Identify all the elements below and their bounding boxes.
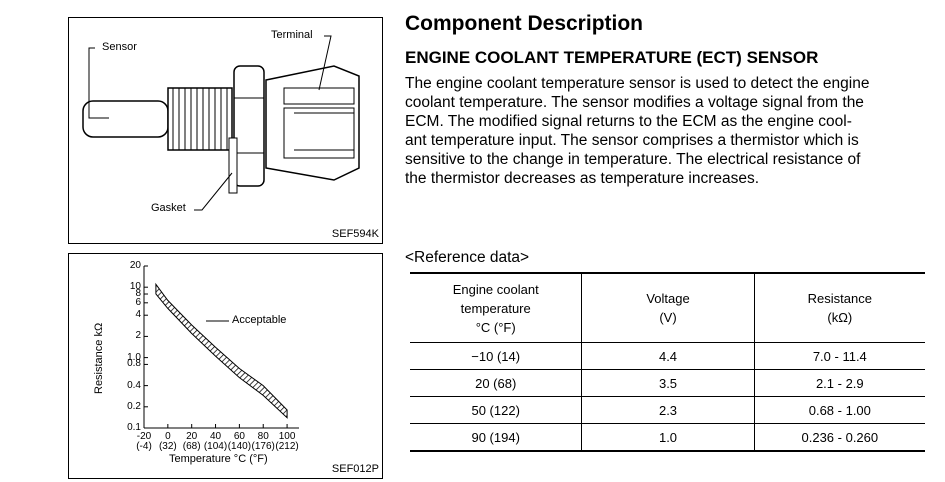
sensor-figure: Sensor Terminal Gasket SEF594K — [68, 17, 383, 244]
x-tick-label: 40(104) — [203, 431, 228, 452]
cell: 2.3 — [581, 396, 755, 424]
y-tick-label: 0.4 — [127, 379, 141, 391]
x-tick-label: 80(176) — [251, 431, 275, 452]
gasket-label: Gasket — [151, 202, 186, 214]
cell: 0.236 - 0.260 — [753, 423, 925, 452]
cell: 20 (68) — [410, 369, 582, 397]
cell: 50 (122) — [410, 396, 582, 424]
y-tick-label: 10 — [129, 281, 141, 293]
resistance-chart — [143, 265, 299, 429]
y-tick-label: 0.2 — [127, 400, 141, 412]
reference-data-header: <Reference data> — [405, 249, 530, 266]
y-axis-label: Resistance kΩ — [93, 322, 105, 394]
y-tick-label: 6 — [135, 296, 141, 308]
x-axis-label: Temperature °C (°F) — [169, 453, 268, 465]
table-row: 20 (68) 3.5 2.1 - 2.9 — [410, 369, 925, 397]
cell: −10 (14) — [410, 342, 582, 370]
sensor-label: Sensor — [102, 41, 137, 53]
figure2-code: SEF012P — [331, 463, 379, 475]
cell: 4.4 — [581, 342, 755, 370]
desc-line: the thermistor decreases as temperature … — [405, 170, 760, 187]
x-tick-label: 20(68) — [182, 431, 201, 452]
page-title: Component Description — [405, 12, 644, 35]
acceptable-label: Acceptable — [232, 314, 287, 326]
sensor-drawing — [82, 35, 360, 211]
resistance-chart-figure: Acceptable Resistance kΩ Temperature °C … — [68, 253, 383, 479]
x-tick-label: 0(32) — [158, 431, 177, 452]
header-voltage: Voltage(V) — [581, 272, 755, 343]
x-tick-label: 60(140) — [227, 431, 252, 452]
desc-line: sensitive to the change in temperature. … — [405, 151, 861, 168]
y-tick-label: 20 — [129, 260, 141, 271]
cell: 2.1 - 2.9 — [753, 369, 925, 397]
desc-line: The engine coolant temperature sensor is… — [405, 75, 870, 92]
cell: 0.68 - 1.00 — [753, 396, 925, 424]
table-row: 90 (194) 1.0 0.236 - 0.260 — [410, 423, 925, 452]
y-tick-label: 4 — [135, 309, 141, 321]
cell: 3.5 — [581, 369, 755, 397]
description: The engine coolant temperature sensor is… — [405, 74, 930, 188]
cell: 1.0 — [581, 423, 755, 452]
cell: 7.0 - 11.4 — [753, 342, 925, 370]
section-subtitle: ENGINE COOLANT TEMPERATURE (ECT) SENSOR — [405, 48, 819, 67]
y-tick-label: 1.0 — [127, 351, 141, 363]
desc-line: ant temperature input. The sensor compri… — [405, 132, 859, 149]
desc-line: coolant temperature. The sensor modifies… — [405, 94, 864, 111]
table-row: 50 (122) 2.3 0.68 - 1.00 — [410, 396, 925, 424]
desc-line: ECM. The modified signal returns to the … — [405, 113, 852, 130]
y-tick-label: 0.1 — [127, 422, 141, 433]
y-tick-label: 2 — [135, 330, 141, 342]
x-tick-label: -20(-4) — [136, 431, 152, 452]
y-tick-label: 0.8 — [127, 358, 141, 370]
x-tick-label: 100(212) — [275, 431, 299, 452]
acceptable-band — [155, 282, 288, 419]
header-resistance: Resistance(kΩ) — [753, 272, 925, 343]
y-tick-label: 8 — [135, 288, 141, 300]
cell: 90 (194) — [410, 423, 582, 452]
terminal-label: Terminal — [271, 29, 313, 41]
figure1-code: SEF594K — [331, 228, 379, 240]
table-row: −10 (14) 4.4 7.0 - 11.4 — [410, 342, 925, 370]
